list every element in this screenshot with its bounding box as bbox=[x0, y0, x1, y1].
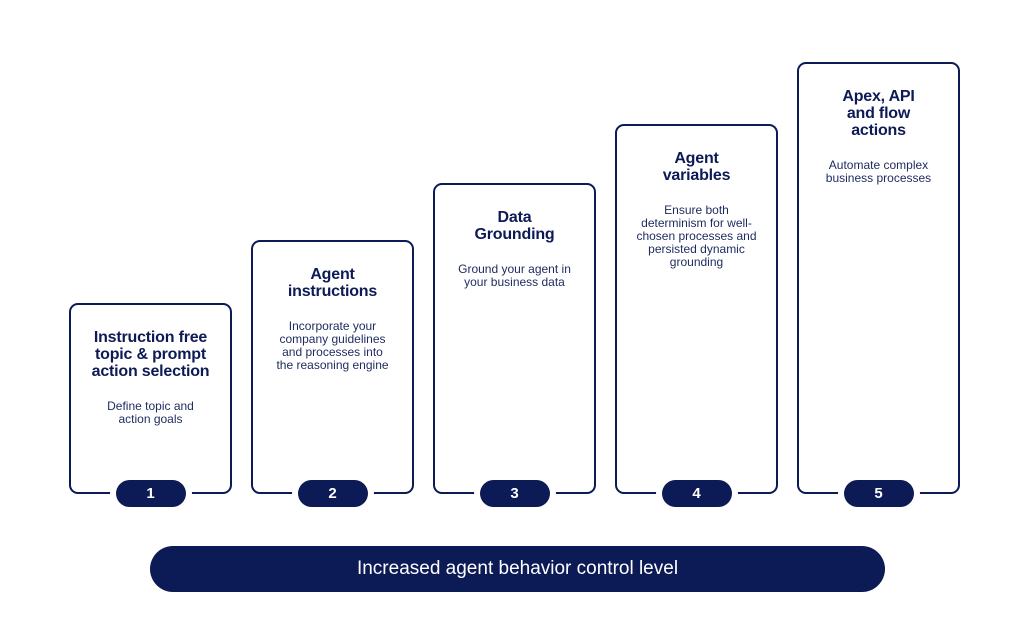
step-title: Agent variables bbox=[662, 150, 731, 184]
step-card-1: Instruction free topic & prompt action s… bbox=[69, 303, 232, 507]
step-number-badge: 1 bbox=[115, 480, 186, 507]
step-number-badge: 5 bbox=[843, 480, 914, 507]
step-description: Ensure both determinism for well- chosen… bbox=[636, 203, 757, 269]
step-card-2: Agent instructions Incorporate your comp… bbox=[251, 240, 414, 507]
step-title: Data Grounding bbox=[474, 209, 555, 243]
step-number-badge: 4 bbox=[661, 480, 732, 507]
step-description: Define topic and action goals bbox=[107, 399, 194, 426]
step-description: Automate complex business processes bbox=[825, 158, 932, 185]
step-number-badge: 3 bbox=[479, 480, 550, 507]
step-title: Agent instructions bbox=[287, 266, 378, 300]
step-card-4: Agent variables Ensure both determinism … bbox=[615, 124, 778, 507]
step-description: Incorporate your company guidelines and … bbox=[276, 319, 389, 372]
step-title: Apex, API and flow actions bbox=[842, 88, 915, 139]
step-card-5: Apex, API and flow actions Automate comp… bbox=[797, 62, 960, 507]
step-title: Instruction free topic & prompt action s… bbox=[91, 329, 210, 380]
control-level-bar: Increased agent behavior control level bbox=[150, 546, 885, 592]
step-description: Ground your agent in your business data bbox=[458, 262, 571, 289]
step-number-badge: 2 bbox=[297, 480, 368, 507]
step-card-3: Data Grounding Ground your agent in your… bbox=[433, 183, 596, 507]
